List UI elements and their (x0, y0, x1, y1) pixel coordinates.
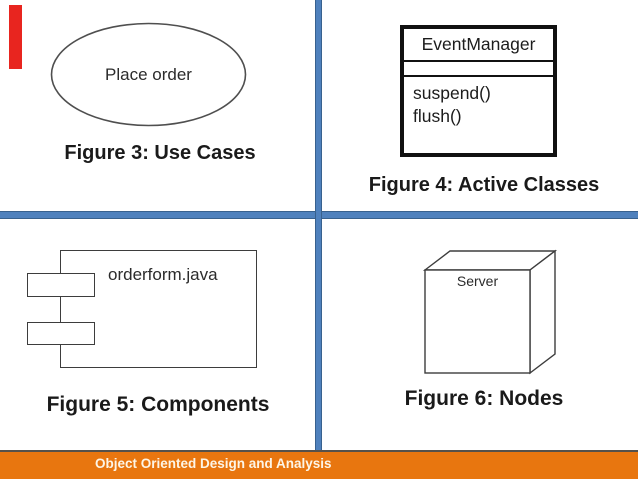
figure4-caption: Figure 4: Active Classes (368, 174, 600, 196)
class-attributes-compartment (404, 62, 553, 77)
footer-banner: Object Oriented Design and Analysis (0, 450, 638, 479)
node-cube (422, 249, 558, 375)
node-diagram: Server (422, 249, 558, 375)
class-method: flush() (413, 106, 462, 126)
class-methods-compartment: suspend() flush() (404, 77, 553, 153)
figure3-caption: Figure 3: Use Cases (64, 142, 256, 164)
use-case-label: Place order (105, 64, 192, 84)
component-label: orderform.java (108, 265, 218, 284)
component-body (60, 250, 257, 368)
component-port-top (27, 273, 95, 297)
figure5-caption: Figure 5: Components (46, 393, 270, 416)
use-case-diagram: Place order (50, 22, 247, 127)
vertical-divider (315, 0, 322, 451)
component-port-bottom (27, 322, 95, 345)
footer-title: Object Oriented Design and Analysis (95, 456, 332, 471)
use-case-ellipse (50, 22, 247, 127)
active-class-box: EventManager suspend() flush() (400, 25, 557, 157)
red-marker-bar (9, 5, 22, 69)
figure6-caption: Figure 6: Nodes (404, 387, 564, 410)
class-method: suspend() (413, 83, 491, 103)
node-label: Server (456, 273, 499, 289)
class-name-compartment: EventManager (404, 29, 553, 62)
